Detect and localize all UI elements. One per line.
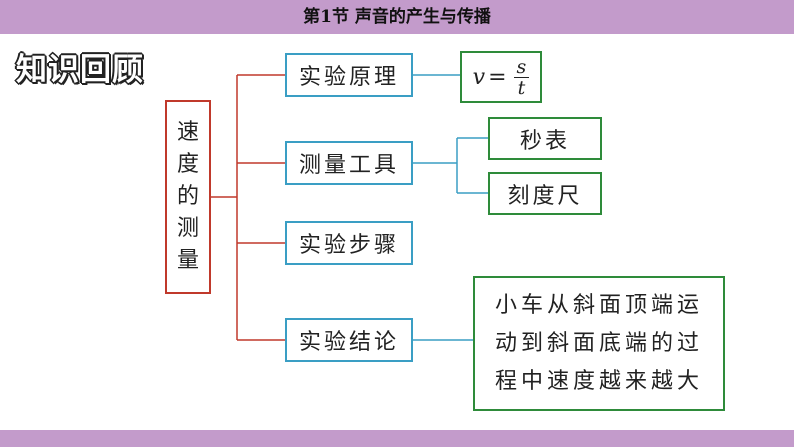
- root-node-speed-measurement: 速 度 的 测 量: [165, 100, 211, 294]
- conclusion-line: 程中速度越来越大: [494, 369, 703, 394]
- section-heading: 知识回顾: [16, 52, 144, 88]
- conclusion-box: 小车从斜面顶端运 动到斜面底端的过 程中速度越来越大: [473, 276, 725, 411]
- conclusion-line: 小车从斜面顶端运: [494, 293, 703, 318]
- branch-tools: 测量工具: [285, 141, 413, 185]
- tool-stopwatch: 秒表: [488, 117, 602, 160]
- formula-denominator: t: [517, 76, 526, 99]
- branch-conclusion: 实验结论: [285, 318, 413, 362]
- branch-principle: 实验原理: [285, 53, 413, 97]
- root-char: 速: [176, 120, 199, 145]
- formula-variable: v: [472, 64, 486, 90]
- root-char: 度: [176, 152, 199, 177]
- formula-equals: =: [488, 64, 507, 90]
- root-char: 量: [176, 248, 199, 273]
- page-title: 第1节 声音的产生与传播: [303, 7, 491, 27]
- formula-box: v = s t: [460, 51, 542, 103]
- tool-ruler: 刻度尺: [488, 172, 602, 215]
- conclusion-line: 动到斜面底端的过: [494, 331, 703, 356]
- formula-fraction: s t: [513, 57, 530, 99]
- branch-steps: 实验步骤: [285, 221, 413, 265]
- root-char: 的: [176, 184, 199, 209]
- bottom-bar: [0, 430, 794, 447]
- formula-numerator: s: [513, 57, 530, 78]
- title-bar: 第1节 声音的产生与传播: [0, 0, 794, 34]
- root-char: 测: [176, 216, 199, 241]
